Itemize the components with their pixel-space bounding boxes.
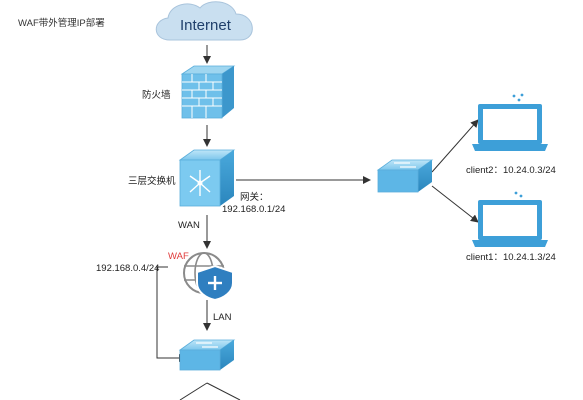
- firewall-icon: [180, 65, 236, 119]
- wan-port-label: WAN: [178, 220, 200, 231]
- lan-port-label: LAN: [213, 312, 232, 323]
- connection-lines: [156, 45, 479, 400]
- cloud-icon: [155, 1, 253, 41]
- link-lower-left: [179, 382, 208, 400]
- diagram-title: WAF带外管理IP部署: [18, 18, 105, 29]
- waf-label: WAF: [168, 251, 189, 262]
- gateway-ip: 192.168.0.1/24: [222, 204, 286, 215]
- client2-label: client2：10.24.0.3/24: [466, 165, 556, 176]
- waf-mgmt-ip: 192.168.0.4/24: [96, 263, 160, 274]
- lower-switch-icon: [178, 339, 236, 371]
- client-switch-icon: [376, 159, 434, 193]
- waf-shield-icon: [183, 252, 234, 302]
- gateway-label: 网关：: [240, 192, 269, 203]
- link-clientswitch-client2: [431, 119, 479, 173]
- link-clientswitch-client1: [431, 185, 479, 223]
- layer3-switch-icon: [178, 149, 236, 207]
- link-mgmt-waf: [156, 266, 187, 362]
- client1-label: client1：10.24.1.3/24: [466, 252, 556, 263]
- link-lower-right: [206, 382, 241, 400]
- client1-laptop-icon: [472, 191, 548, 247]
- client2-laptop-icon: [472, 93, 548, 151]
- core-switch-label: 三层交换机: [128, 176, 176, 187]
- firewall-label: 防火墙: [142, 90, 171, 101]
- internet-label: Internet: [180, 17, 231, 34]
